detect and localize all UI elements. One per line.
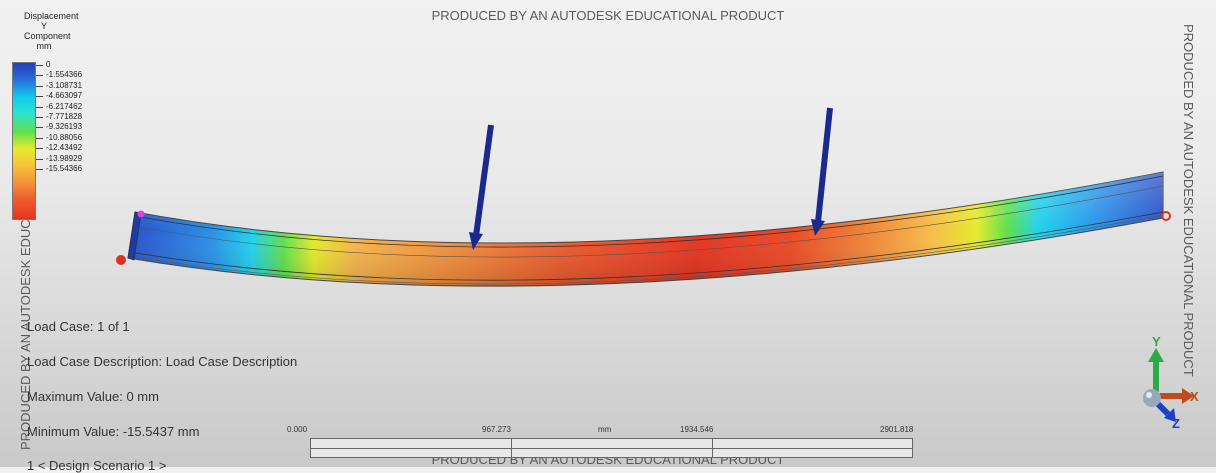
legend-value: -9.326193: [36, 122, 82, 132]
axis-z-label: Z: [1172, 416, 1180, 430]
beam-shading: [128, 172, 1163, 287]
load-case-description-label: Load Case Description: Load Case Descrip…: [27, 354, 298, 369]
support-marker-right: [1161, 211, 1171, 221]
legend-title: Displacement Y Component mm: [24, 11, 79, 51]
scale-label-1: 967.273: [482, 425, 511, 434]
legend-value: -12.43492: [36, 143, 82, 153]
legend-colorbar: [12, 62, 36, 220]
axis-y-label: Y: [1152, 334, 1161, 349]
legend-value: -4.663097: [36, 91, 82, 101]
design-scenario-label: 1 < Design Scenario 1 >: [27, 458, 167, 473]
axis-triad-icon: Y X Z: [1143, 334, 1199, 430]
minimum-value-label: Minimum Value: -15.5437 mm: [27, 424, 200, 439]
scale-label-2: 1934.546: [680, 425, 714, 434]
legend-title-line-2: Y Component: [24, 21, 71, 41]
load-arrow-2: [811, 107, 833, 236]
legend-tick-labels: 0 -1.554366 -3.108731 -4.663097 -6.21746…: [36, 60, 82, 174]
legend-value: -3.108731: [36, 81, 82, 91]
legend-value: -15.54366: [36, 164, 82, 174]
legend-value: 0: [36, 60, 82, 70]
legend-value: -13.98929: [36, 154, 82, 164]
axis-x-label: X: [1190, 389, 1199, 404]
scale-unit-label: mm: [598, 425, 612, 434]
legend-value: -7.771828: [36, 112, 82, 122]
legend-title-line-3: mm: [36, 41, 52, 51]
legend-title-line-1: Displacement: [24, 11, 79, 21]
pin-marker: [137, 210, 145, 218]
load-arrow-1: [469, 124, 494, 250]
watermark-top: PRODUCED BY AN AUTODESK EDUCATIONAL PROD…: [431, 8, 785, 23]
support-marker-left: [116, 255, 126, 265]
legend-value: -6.217462: [36, 102, 82, 112]
scale-bar: [310, 438, 913, 458]
legend-value: -10.88056: [36, 133, 82, 143]
scale-label-0: 0.000: [287, 425, 308, 434]
maximum-value-label: Maximum Value: 0 mm: [27, 389, 159, 404]
scale-label-3: 2901.818: [880, 425, 914, 434]
legend-value: -1.554366: [36, 70, 82, 80]
load-case-label: Load Case: 1 of 1: [27, 319, 130, 334]
